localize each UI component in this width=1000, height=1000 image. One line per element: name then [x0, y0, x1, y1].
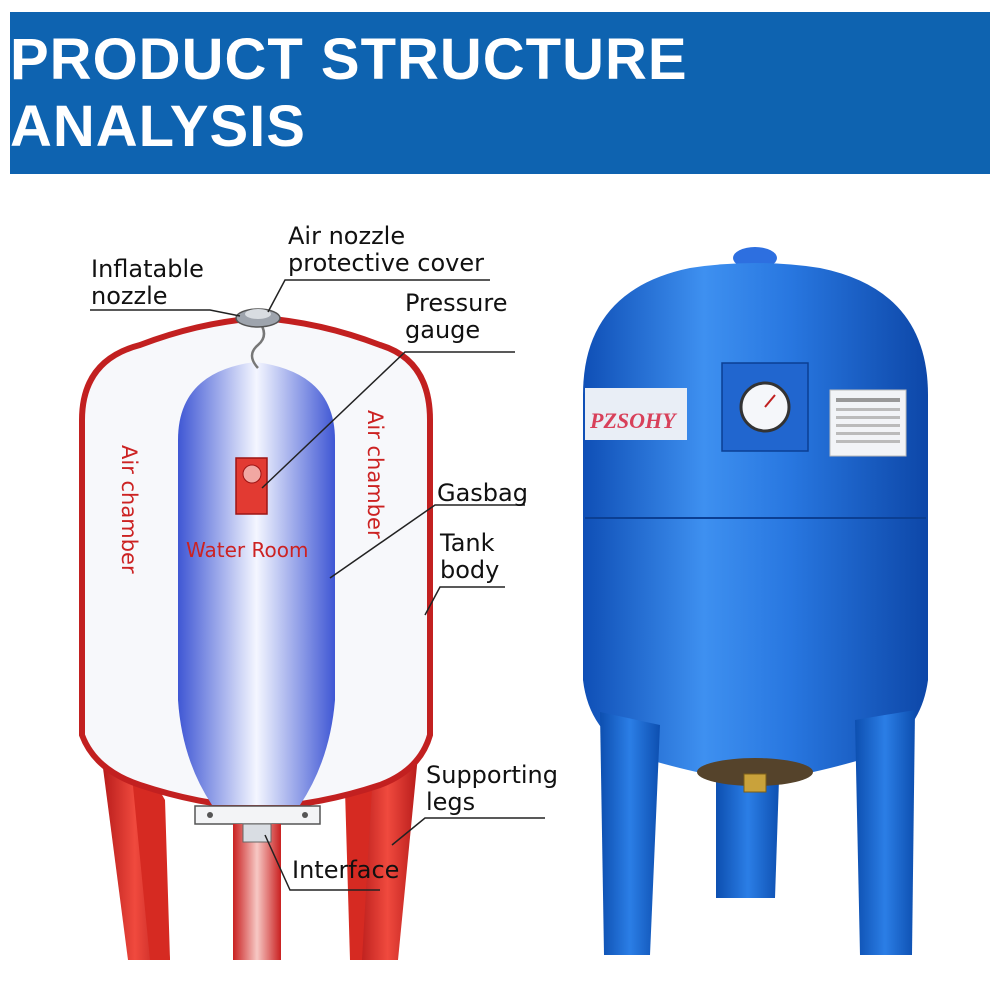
bottom-flange: [194, 805, 321, 825]
label-air-nozzle-cover: Air nozzle protective cover: [288, 222, 485, 277]
label-gasbag: Gasbag: [437, 479, 528, 507]
label-inflatable-nozzle: Inflatable nozzle: [91, 255, 204, 310]
product-leg-right: [855, 710, 915, 955]
product-tank-body: [583, 263, 928, 780]
title-banner: PRODUCT STRUCTURE ANALYSIS: [10, 12, 990, 174]
product-render: PZSOHY: [583, 247, 928, 955]
callout-lines: [90, 279, 545, 891]
inflatable-nozzle: [235, 308, 281, 328]
water-room-label: Water Room: [186, 538, 308, 562]
product-brand: PZSOHY: [589, 408, 678, 433]
product-brand-plate: [585, 388, 687, 440]
label-pressure-gauge: Pressure gauge: [405, 289, 508, 344]
page-title: PRODUCT STRUCTURE ANALYSIS: [10, 27, 688, 159]
product-leg-left: [600, 712, 660, 955]
gasbag: [178, 362, 335, 805]
product-bottom-fitting: [743, 773, 767, 793]
label-interface: Interface: [292, 856, 400, 884]
interface-pipe: [233, 824, 281, 960]
air-chamber-right-label: Air chamber: [363, 410, 387, 539]
air-hose: [250, 319, 266, 369]
label-tank-body: Tank body: [440, 529, 500, 584]
air-chamber-left-label: Air chamber: [117, 445, 141, 574]
cutaway-diagram: Air chamber Air chamber Water Room: [79, 308, 433, 960]
label-supporting-legs: Supporting legs: [426, 761, 558, 816]
